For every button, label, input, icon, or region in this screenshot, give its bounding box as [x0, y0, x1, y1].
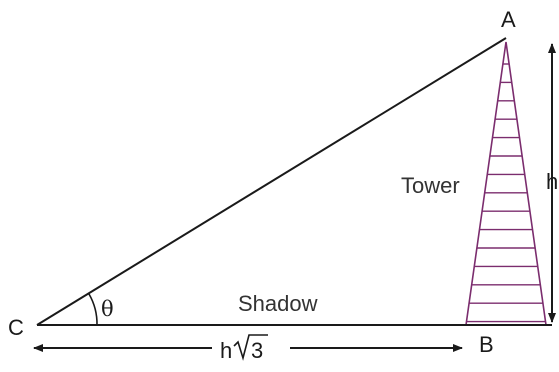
vertex-label-a: A [501, 7, 516, 32]
tower-shape [465, 41, 547, 326]
vertex-label-b: B [479, 332, 494, 357]
angle-label: θ [101, 297, 114, 321]
angle-arc [88, 293, 98, 326]
height-label: h [546, 169, 558, 194]
shadow-label: Shadow [238, 291, 318, 316]
shadow-length-prefix: h [220, 338, 232, 363]
shadow-length-radicand: 3 [251, 338, 263, 363]
vertex-label-c: C [8, 315, 24, 340]
shadow-length-label: h 3 [220, 334, 268, 363]
sqrt-symbol [233, 334, 268, 361]
hypotenuse-line [36, 37, 507, 326]
tower-outline [465, 41, 547, 326]
tower-label: Tower [401, 173, 460, 198]
